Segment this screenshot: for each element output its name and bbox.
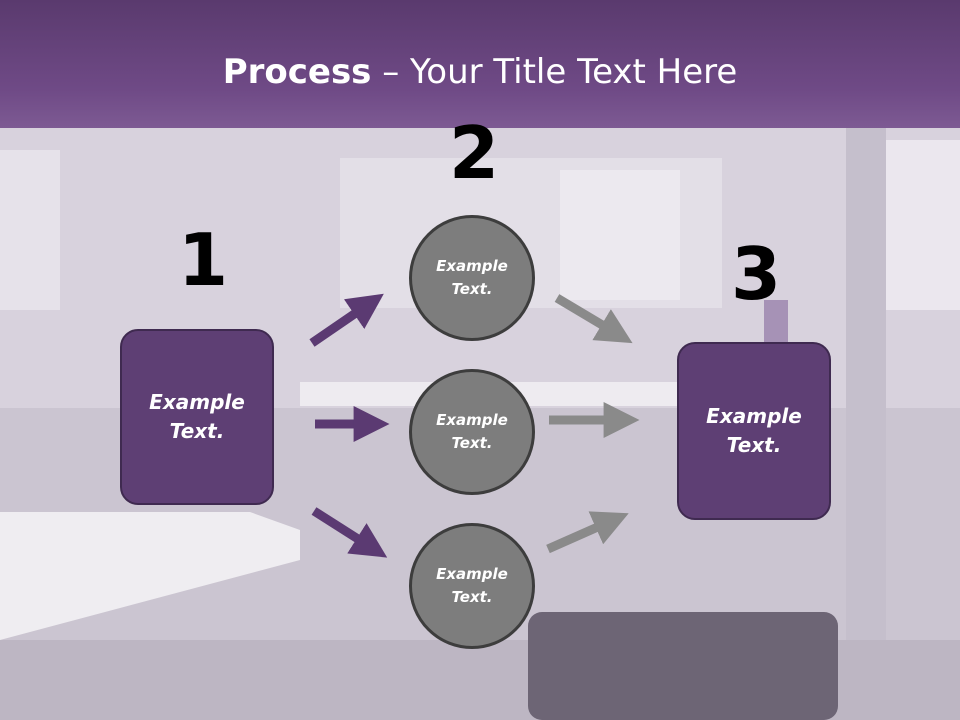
arrow-down-right-gray [554, 294, 633, 344]
arrow-up-right-gray [546, 511, 629, 554]
step-box-1-text: Example Text. [149, 390, 245, 443]
title-bold: Process [222, 52, 372, 92]
process-circle-3: Example Text. [409, 523, 535, 649]
process-circle-1: Example Text. [409, 215, 535, 341]
arrow-down-right-purple [311, 507, 388, 558]
step-box-1: Example Text. [120, 329, 274, 505]
process-circle-2: Example Text. [409, 369, 535, 495]
step-number-1: 1 [178, 218, 229, 302]
step-number-2: 2 [449, 111, 500, 195]
step-number-3: 3 [731, 232, 782, 316]
arrow-up-right-purple [309, 293, 384, 347]
step-box-3: Example Text. [677, 342, 831, 520]
slide-title: Process – Your Title Text Here [0, 52, 960, 92]
process-circle-2-text: Example Text. [436, 411, 508, 452]
title-rest: – Your Title Text Here [371, 52, 738, 92]
process-circle-3-text: Example Text. [436, 565, 508, 606]
process-circle-1-text: Example Text. [436, 257, 508, 298]
step-box-3-text: Example Text. [706, 404, 802, 457]
header-bar [0, 0, 960, 128]
